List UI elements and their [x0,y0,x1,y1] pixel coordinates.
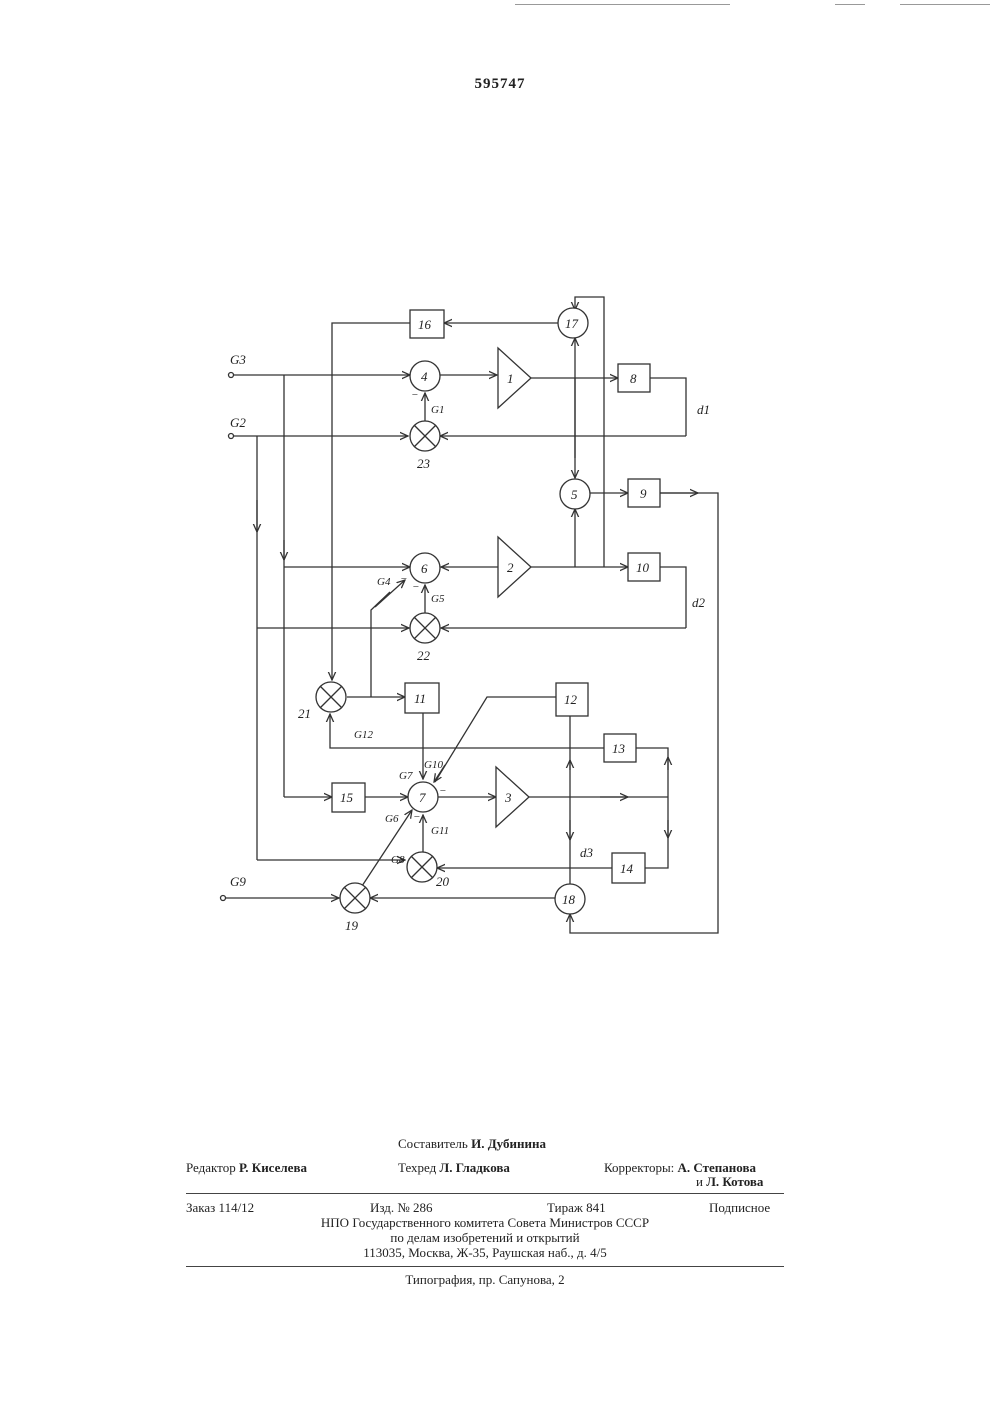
label-block-10: 10 [636,560,650,575]
label-summer-17: 17 [565,316,579,331]
organization-address: 113035, Москва, Ж-35, Раушская наб., д. … [186,1245,784,1261]
label-input-g3: G3 [230,352,246,367]
techred-label: Техред [398,1160,436,1175]
label-signal-g8: G8 [391,854,405,866]
amplifier-3 [496,767,529,827]
printer: Типография, пр. Сапунова, 2 [186,1272,784,1288]
label-summer-7: 7 [419,790,426,805]
label-block-15: 15 [340,790,354,805]
correctors-label: Корректоры: [604,1160,674,1175]
minus-sign: − [413,811,420,823]
label-mult-19: 19 [345,918,359,933]
label-signal-g1: G1 [431,404,444,416]
label-summer-6: 6 [421,561,428,576]
divider [186,1193,784,1194]
label-summer-4: 4 [421,369,428,384]
label-signal-g4: G4 [377,576,391,588]
editor-name: Р. Киселева [239,1160,307,1175]
order-number: Заказ 114/12 [186,1200,254,1216]
label-mult-23: 23 [417,456,431,471]
organization-line-2: по делам изобретений и открытий [186,1230,784,1246]
divider [186,1266,784,1267]
label-block-16: 16 [418,317,432,332]
label-summer-18: 18 [562,892,576,907]
compiler-name: И. Дубинина [471,1136,546,1151]
label-signal-g11: G11 [431,825,449,837]
editor-line: Редактор Р. Киселева [186,1160,307,1176]
label-block-8: 8 [630,371,637,386]
techred-name: Л. Гладкова [440,1160,510,1175]
minus-sign: − [412,581,419,593]
label-block-11: 11 [414,691,426,706]
label-amp-1: 1 [507,371,514,386]
minus-sign: − [439,785,446,797]
label-signal-d2: d2 [692,595,706,610]
label-block-9: 9 [640,486,647,501]
subscription: Подписное [709,1200,770,1216]
compiler-label: Составитель [398,1136,468,1151]
block-diagram: 1 2 3 4 5 6 7 17 18 8 9 10 11 12 13 14 1… [0,0,1000,1000]
multiplier-21 [316,682,346,712]
label-signal-g6: G6 [385,813,399,825]
compiler-line: Составитель И. Дубинина [398,1136,546,1152]
input-terminal-g9 [221,896,226,901]
input-terminal-g3 [229,373,234,378]
label-block-13: 13 [612,741,626,756]
label-mult-20: 20 [436,874,450,889]
multiplier-22 [410,613,440,643]
label-amp-3: 3 [504,790,512,805]
label-block-12: 12 [564,692,578,707]
label-mult-22: 22 [417,648,431,663]
corrector-2: Л. Котова [706,1174,763,1189]
label-signal-d3: d3 [580,845,594,860]
label-signal-d1: d1 [697,402,710,417]
corrector-2-prefix: и [696,1174,703,1189]
label-signal-g10: G10 [424,759,443,771]
label-amp-2: 2 [507,560,514,575]
corrector-2-line: и Л. Котова [696,1174,763,1190]
label-signal-g7: G7 [399,770,413,782]
label-summer-5: 5 [571,487,578,502]
label-input-g2: G2 [230,415,246,430]
amplifier-1 [498,348,531,408]
organization-line-1: НПО Государственного комитета Совета Мин… [186,1215,784,1231]
label-block-14: 14 [620,861,634,876]
label-signal-g12: G12 [354,729,373,741]
minus-sign: − [411,389,418,401]
edition-number: Изд. № 286 [370,1200,433,1216]
multiplier-23 [410,421,440,451]
editor-label: Редактор [186,1160,236,1175]
input-terminal-g2 [229,434,234,439]
circulation: Тираж 841 [547,1200,606,1216]
label-input-g9: G9 [230,874,246,889]
multiplier-19 [340,883,370,913]
label-signal-g5: G5 [431,593,445,605]
corrector-1: А. Степанова [678,1160,756,1175]
techred-line: Техред Л. Гладкова [398,1160,510,1176]
multiplier-20 [407,852,437,882]
label-mult-21: 21 [298,706,311,721]
amplifier-2 [498,537,531,597]
minus-sign: − [400,573,407,585]
